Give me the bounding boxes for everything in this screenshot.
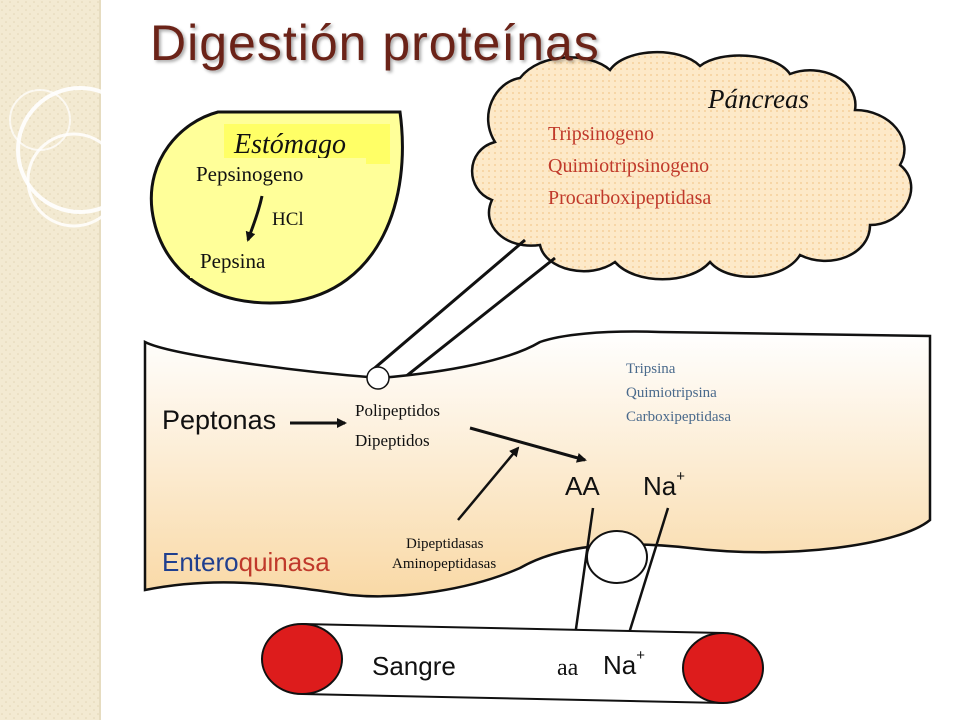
pepsinogeno-label: Pepsinogeno [196, 162, 304, 186]
pancreas-title: Páncreas [708, 84, 809, 114]
aa-intestine-label: AA [565, 471, 600, 501]
aa-absorption-arrow [570, 507, 595, 645]
na-blood-symbol: Na [603, 650, 637, 680]
na-intestine-label: Na+ [643, 469, 685, 501]
enteroquinasa-part2: quinasa [238, 547, 330, 577]
duct-opening [366, 366, 390, 390]
pepsina-box [190, 244, 316, 278]
dipeptidos-label: Dipeptidos [355, 431, 430, 450]
intestine-enzyme-1: Tripsina [626, 361, 676, 377]
stomach-title: Estómago [234, 129, 346, 160]
stomach-title-box [224, 124, 390, 164]
stomach-arrow [245, 195, 264, 242]
enteroquinasa-label: Enteroquinasa [162, 549, 330, 575]
pancreas-enzyme-1: Tripsinogeno [548, 123, 654, 145]
products-to-aa-arrow [469, 426, 587, 463]
polipeptidos-label: Polipeptidos [355, 401, 441, 420]
na-blood-label: Na+ [603, 648, 645, 680]
intestine-enzyme-2: Quimiotripsina [626, 385, 717, 401]
intestine-enzyme-3: Carboxipeptidasa [626, 409, 731, 425]
sidebar-decoration [0, 0, 144, 720]
sangre-label: Sangre [372, 651, 456, 681]
enteroquinasa-part1: Entero [162, 547, 239, 577]
pancreas-enzyme-2: Quimiotripsinogeno [548, 155, 710, 177]
pancreas-enzyme-3: Procarboxipeptidasa [548, 187, 712, 209]
page-title: Digestión proteínas [150, 15, 600, 71]
dipeptidasas-label: Dipeptidasas [406, 536, 484, 552]
transporter-channel [586, 530, 648, 584]
aa-blood-label: aa [557, 655, 579, 681]
hcl-label: HCl [272, 209, 304, 230]
blood-vessel-left-cap [261, 623, 343, 695]
na-blood-charge: + [636, 647, 646, 664]
dipeptidasas-arrow [457, 446, 520, 521]
na-absorption-arrow [623, 507, 670, 645]
pepsina-label: Pepsina [200, 249, 266, 273]
peptonas-label: Peptonas [162, 405, 277, 435]
blood-vessel [261, 623, 764, 705]
pancreas-cloud [470, 50, 913, 281]
na-intestine-symbol: Na [643, 471, 677, 501]
blood-vessel-right-cap [682, 632, 764, 704]
pancreatic-duct [369, 238, 556, 387]
pepsinogeno-box [190, 158, 366, 192]
na-intestine-charge: + [676, 468, 686, 485]
aminopeptidasas-label: Aminopeptidasas [392, 556, 497, 572]
